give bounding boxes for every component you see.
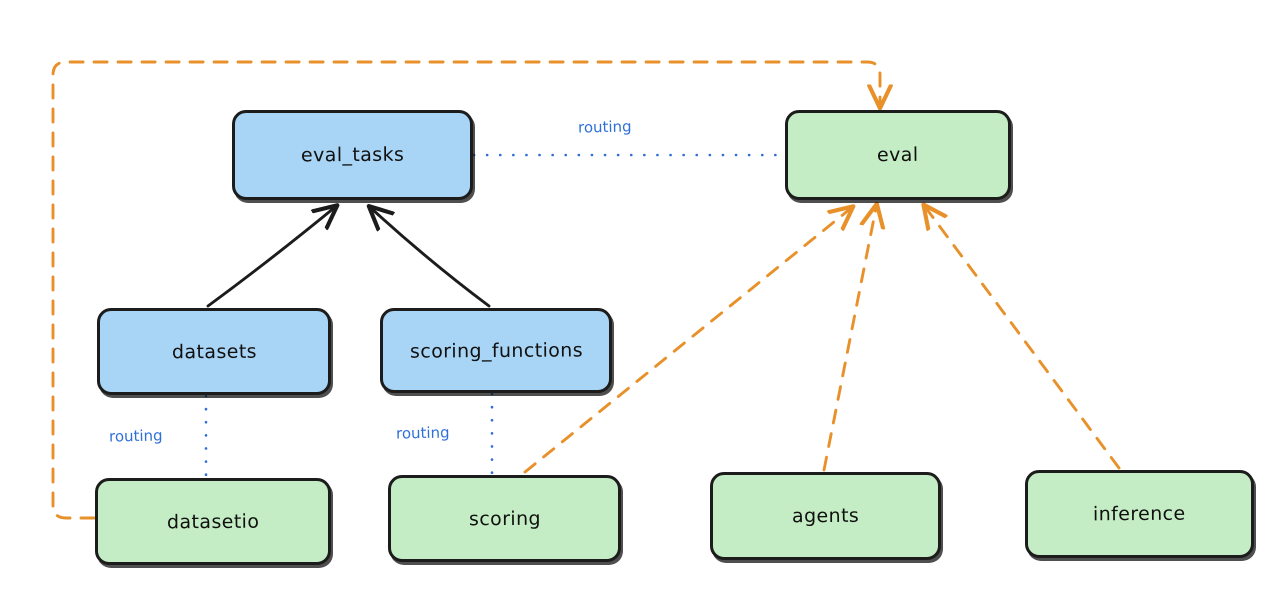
edge-label-routing-scoring_functions-scoring: routing xyxy=(395,423,450,443)
node-scoring[interactable]: scoring xyxy=(388,475,621,562)
edge-label-routing-datasets-datasetio: routing xyxy=(108,426,163,446)
node-label-scoring: scoring xyxy=(468,507,541,530)
node-agents[interactable]: agents xyxy=(710,472,941,560)
edge-scoring_functions-to-eval_tasks xyxy=(372,209,491,308)
edge-agents-to-eval xyxy=(822,208,876,472)
node-label-eval: eval xyxy=(877,143,919,167)
node-label-inference: inference xyxy=(1093,502,1186,526)
node-datasets[interactable]: datasets xyxy=(97,308,331,395)
edge-datasets-to-eval_tasks xyxy=(206,208,334,308)
node-datasetio[interactable]: datasetio xyxy=(95,478,331,565)
node-eval_tasks[interactable]: eval_tasks xyxy=(232,110,473,200)
node-label-agents: agents xyxy=(791,504,860,528)
node-label-scoring_functions: scoring_functions xyxy=(409,338,583,363)
node-eval[interactable]: eval xyxy=(785,110,1011,200)
edge-label-routing-eval_tasks-eval: routing xyxy=(577,117,632,137)
node-label-datasetio: datasetio xyxy=(166,510,260,533)
edge-scoring-to-eval xyxy=(523,209,850,474)
edge-inference-to-eval xyxy=(926,208,1121,470)
node-scoring_functions[interactable]: scoring_functions xyxy=(380,308,612,393)
node-inference[interactable]: inference xyxy=(1025,470,1254,558)
node-label-eval_tasks: eval_tasks xyxy=(300,143,405,167)
node-label-datasets: datasets xyxy=(171,340,257,363)
edge-datasetio-to-eval xyxy=(51,60,880,520)
